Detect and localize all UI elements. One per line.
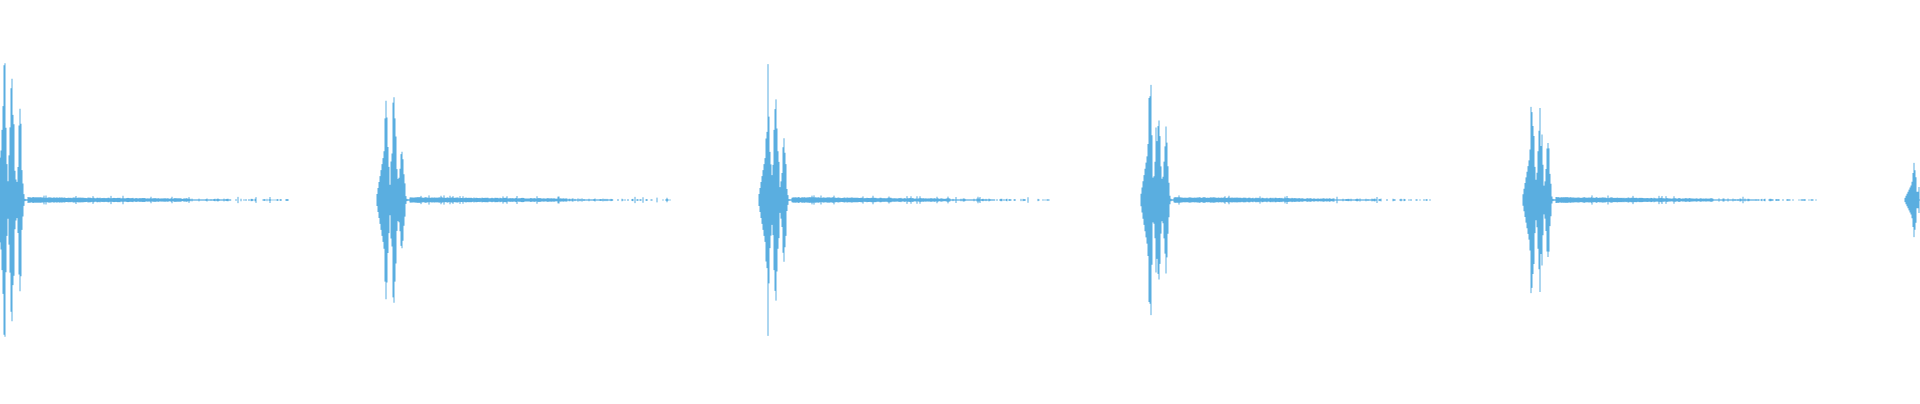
waveform-group	[0, 63, 1920, 337]
